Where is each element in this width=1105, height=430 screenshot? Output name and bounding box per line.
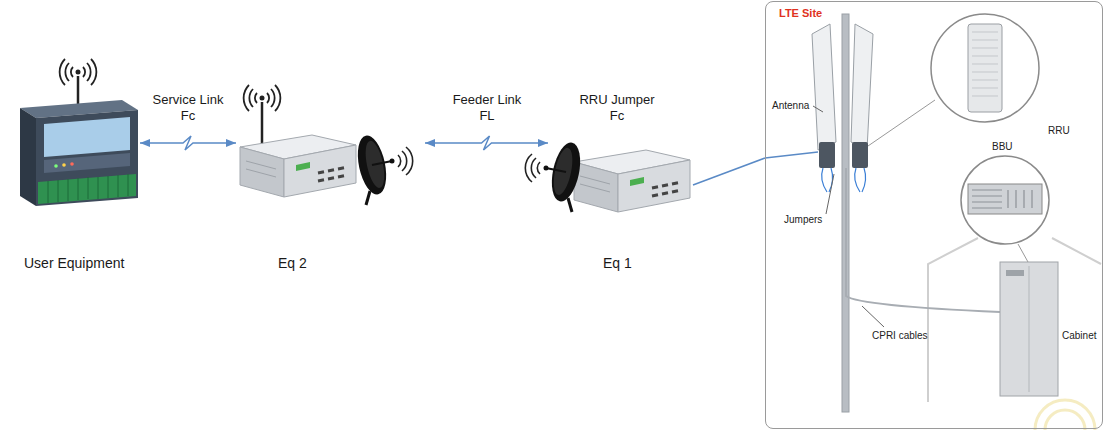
lte-site-illustration	[812, 24, 836, 150]
node-caption: User Equipment	[24, 255, 124, 272]
device-node: User Equipment	[5, 55, 140, 278]
link-connector	[140, 136, 236, 150]
lte-site-illustration	[972, 32, 998, 96]
user-equipment-device	[62, 163, 66, 167]
satellite-dish	[525, 140, 585, 212]
user-equipment-device	[77, 76, 80, 104]
node-caption: Eq 1	[603, 255, 632, 272]
device-node: Eq 2	[236, 60, 425, 278]
user-equipment-device	[44, 117, 130, 157]
lte-site-illustration	[765, 152, 818, 158]
part-label: Antenna	[772, 100, 809, 112]
lte-site-illustration	[968, 24, 1002, 112]
link-connector	[693, 158, 765, 185]
part-label: BBU	[992, 141, 1013, 153]
lte-site-illustration	[852, 142, 868, 168]
user-equipment-device	[20, 108, 36, 206]
eq2-device	[240, 135, 356, 197]
link-label: Service Link Fc	[148, 92, 228, 124]
lte-site-illustration	[961, 156, 1049, 244]
lte-site-illustration	[862, 306, 884, 327]
lte-site-illustration	[1018, 244, 1028, 262]
user-equipment-device	[70, 162, 74, 166]
user-equipment-device	[48, 174, 128, 203]
lte-site-illustration	[1035, 400, 1095, 430]
link-label: Feeder Link FL	[447, 92, 527, 124]
user-equipment-device	[54, 164, 58, 168]
eq2-device	[240, 85, 413, 205]
panel-heading: LTE Site	[779, 7, 822, 20]
link-label: RRU Jumper Fc	[577, 92, 657, 124]
user-equipment-device	[44, 153, 130, 173]
lte-site-illustration	[819, 142, 835, 168]
lte-site-illustration	[813, 106, 823, 112]
lte-site-illustration	[931, 14, 1039, 122]
lte-site-illustration	[765, 14, 1101, 430]
lte-site-illustration	[868, 100, 935, 146]
user-equipment-device	[36, 110, 138, 206]
eq2-device	[261, 102, 264, 146]
lte-site-illustration	[1000, 262, 1058, 396]
lte-site-illustration	[826, 174, 834, 214]
eq2-device	[353, 133, 413, 205]
part-label: Jumpers	[784, 214, 822, 226]
eq1-device	[574, 150, 690, 212]
node-caption: Eq 2	[278, 255, 307, 272]
satellite-dish	[525, 140, 585, 212]
lte-site-illustration	[1006, 270, 1024, 276]
lte-site-illustration	[968, 184, 1042, 214]
user-equipment-device	[38, 174, 136, 204]
user-equipment-device	[20, 59, 138, 206]
lte-site-illustration	[928, 238, 1101, 402]
link-connector	[425, 136, 548, 150]
eq1-device	[525, 140, 690, 212]
device-node: Eq 1	[548, 125, 693, 278]
lte-site-illustration	[972, 190, 1032, 208]
part-label: CPRI cables	[872, 330, 928, 342]
lte-site-illustration	[851, 24, 873, 150]
lte-site-illustration	[1029, 266, 1030, 392]
lte-site-illustration	[822, 168, 866, 192]
part-label: Cabinet	[1062, 330, 1096, 342]
part-label: RRU	[1048, 125, 1070, 137]
